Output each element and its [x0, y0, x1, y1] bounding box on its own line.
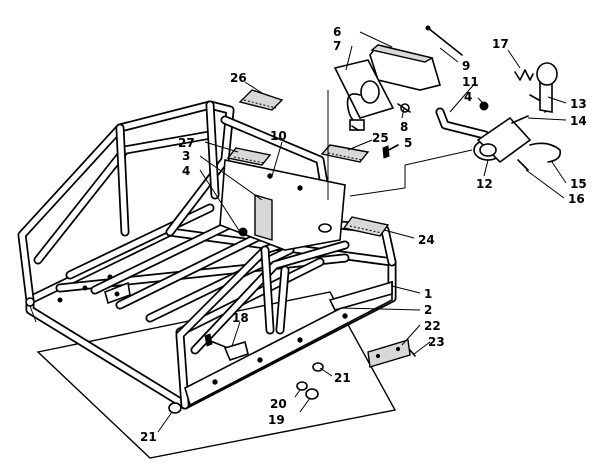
- rack-frame: [17, 100, 397, 410]
- hitch-assembly: [435, 62, 562, 171]
- callout-8: 8: [400, 120, 408, 134]
- bolt-5: [382, 144, 399, 159]
- callout-10: 10: [270, 129, 287, 143]
- callout-15: 15: [570, 177, 587, 191]
- decal-26: [238, 89, 284, 111]
- callout-7: 7: [333, 39, 341, 53]
- callout-3: 3: [182, 149, 190, 163]
- callout-5: 5: [404, 136, 412, 150]
- decal-24: [342, 216, 390, 237]
- callout-4a: 4: [182, 164, 190, 178]
- callout-25: 25: [372, 131, 389, 145]
- decal-27: [226, 147, 272, 166]
- callout-21b: 21: [140, 430, 157, 444]
- callout-9: 9: [462, 59, 470, 73]
- nut-4-upper: [479, 101, 489, 111]
- callout-17: 17: [492, 37, 509, 51]
- hitch-ring: [536, 62, 558, 86]
- callout-24: 24: [418, 233, 435, 247]
- callout-12: 12: [476, 177, 493, 191]
- callout-13: 13: [570, 97, 587, 111]
- callout-labels: 1 2 3 4 4 5 6 7 8 9 10 11 12 13 14 15 16…: [140, 25, 587, 444]
- callout-1: 1: [424, 287, 432, 301]
- plate-22: [367, 339, 411, 368]
- callout-16: 16: [568, 192, 585, 206]
- lower-hardware: [168, 333, 416, 414]
- callout-22: 22: [424, 319, 441, 333]
- callout-20: 20: [270, 397, 287, 411]
- callout-26: 26: [230, 71, 247, 85]
- callout-21a: 21: [334, 371, 351, 385]
- callout-23: 23: [428, 335, 445, 349]
- callout-4b: 4: [464, 90, 472, 104]
- callout-18: 18: [232, 311, 249, 325]
- taillight-assembly: [333, 25, 463, 131]
- callout-6: 6: [333, 25, 341, 39]
- leader-lines: [157, 31, 567, 433]
- callout-19: 19: [268, 413, 285, 427]
- decal-25: [320, 144, 370, 163]
- decals: [226, 89, 390, 237]
- callout-11: 11: [462, 75, 479, 89]
- callout-2: 2: [424, 303, 432, 317]
- callout-14: 14: [570, 114, 587, 128]
- callout-27: 27: [178, 136, 195, 150]
